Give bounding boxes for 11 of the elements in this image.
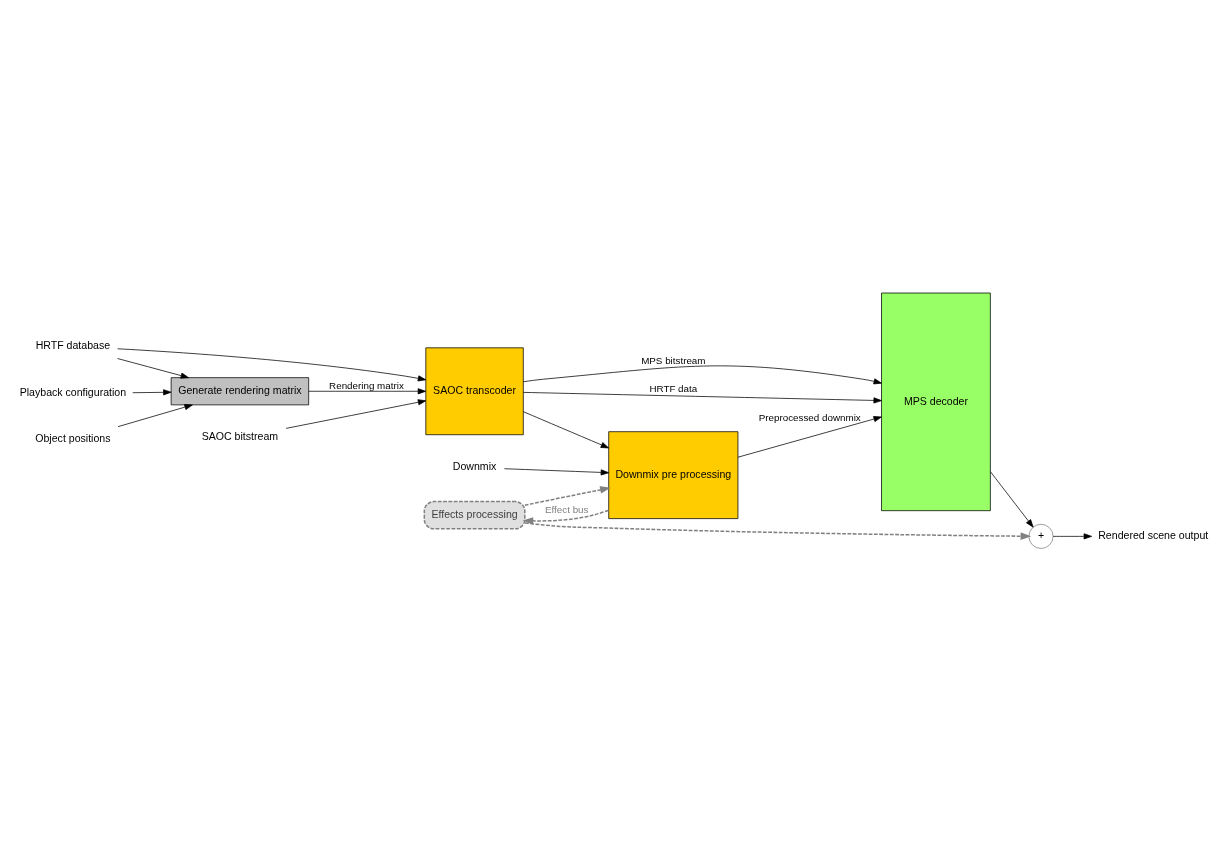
node-text: SAOC bitstream xyxy=(201,430,279,443)
edge-label: HRTF data xyxy=(649,383,698,395)
edge-label: Preprocessed downmix xyxy=(758,412,861,424)
node-text: Downmix xyxy=(452,460,497,473)
edge-label: Rendering matrix xyxy=(329,379,404,391)
node-text: HRTF database xyxy=(35,339,111,352)
edge-label: Effect bus xyxy=(545,504,589,516)
node-text: Object positions xyxy=(35,432,111,445)
node-text: Rendered scene output xyxy=(1098,529,1209,542)
edge-label: MPS bitstream xyxy=(641,354,706,366)
node-text: Playback configuration xyxy=(19,386,127,399)
